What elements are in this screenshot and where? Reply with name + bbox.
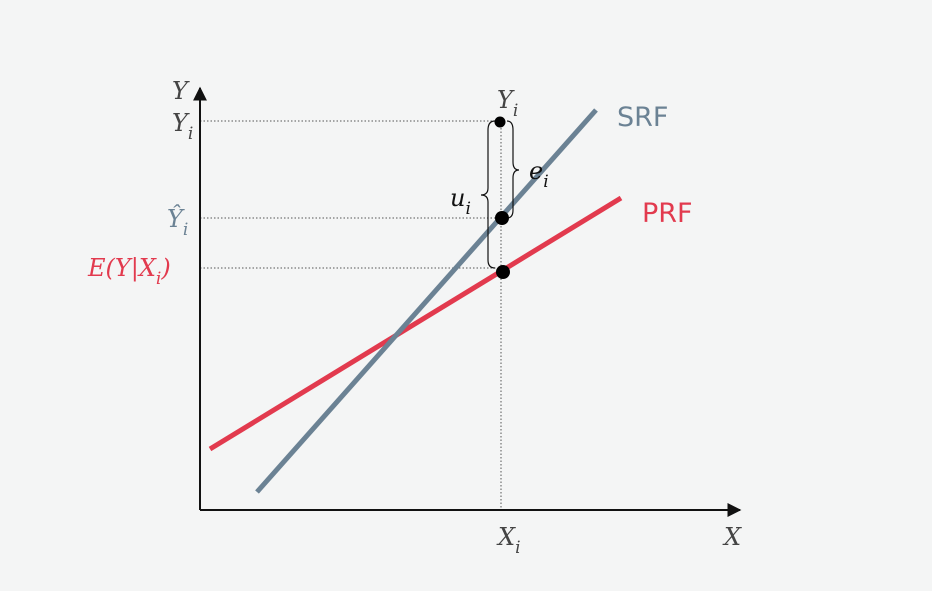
y-tick-yhat: Ŷi — [167, 204, 188, 240]
u-brace — [480, 120, 496, 269]
y-tick-yi: Yi — [172, 109, 193, 144]
srf-label: SRF — [617, 102, 668, 133]
e-brace — [506, 120, 520, 219]
x-axis-label: X — [722, 523, 742, 551]
e-label: ei — [529, 157, 549, 192]
point-yi — [494, 116, 506, 128]
point-ey — [496, 265, 510, 279]
point-yi-label: Yi — [497, 86, 518, 121]
y-axis-label: Y — [172, 77, 190, 105]
u-label: ui — [450, 184, 471, 219]
prf-label: PRF — [642, 198, 693, 229]
x-tick-xi: Xi — [496, 523, 521, 558]
prf-line — [208, 195, 623, 452]
srf-line — [255, 108, 598, 494]
y-tick-ey: E(Y|Xi) — [87, 254, 171, 289]
point-yhat — [495, 211, 509, 225]
